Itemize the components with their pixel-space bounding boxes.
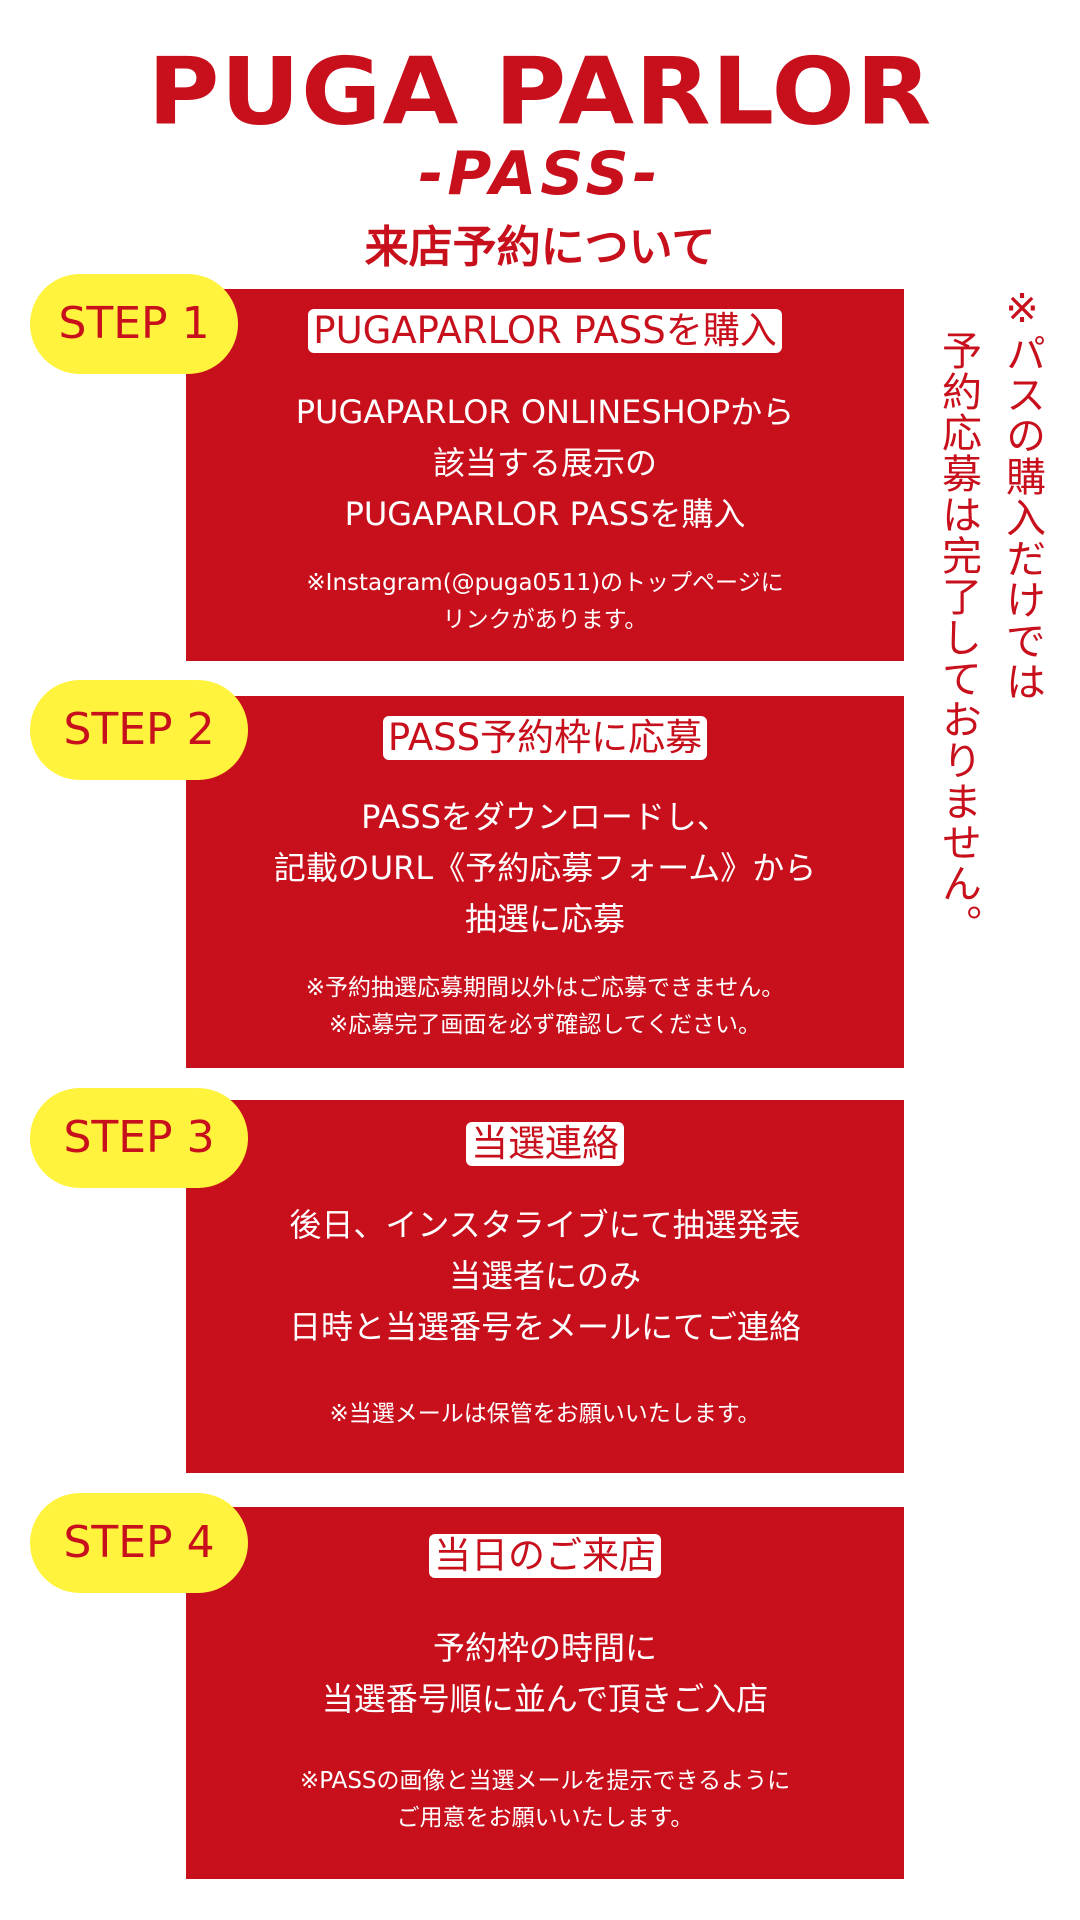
step-1-body-line: PUGAPARLOR ONLINESHOPから [295,393,795,431]
step-1-title: PUGAPARLOR PASSを購入 [308,309,782,353]
step-2-note-line: ※予約抽選応募期間以外はご応募できません。 [305,975,785,1001]
page-title: 来店予約について [364,222,716,273]
step-1-note-line: リンクがあります。 [442,607,648,633]
step-4-body-line: 予約枠の時間に [432,1629,657,1667]
step-4-panel: 当日のご来店 予約枠の時間に 当選番号順に並んで頂きご入店 ※PASSの画像と当… [186,1507,904,1879]
step-2-body-line: PASSをダウンロードし、 [361,798,729,836]
step-2-body-line: 抽選に応募 [464,900,625,938]
step-3-note: ※当選メールは保管をお願いいたします。 [186,1396,904,1433]
step-4-note-line: ご用意をお願いいたします。 [396,1805,694,1831]
brand-logo: PUGA PARLOR [147,37,933,147]
step-4-body: 予約枠の時間に 当選番号順に並んで頂きご入店 [186,1623,904,1725]
step-3-title: 当選連絡 [466,1122,624,1166]
step-2-note-line: ※応募完了画面を必ず確認してください。 [329,1012,761,1038]
step-1-note: ※Instagram(@puga0511)のトップページに リンクがあります。 [186,565,904,639]
step-1-body-line: 該当する展示の [432,444,657,482]
step-1-body-line: PUGAPARLOR PASSを購入 [344,495,746,533]
step-3-note-line: ※当選メールは保管をお願いいたします。 [329,1401,761,1427]
page-header: PUGA PARLOR -PASS- 来店予約について [0,40,1080,278]
step-4-title: 当日のご来店 [429,1534,661,1578]
step-2-panel: PASS予約枠に応募 PASSをダウンロードし、 記載のURL《予約応募フォーム… [186,696,904,1068]
step-2-badge: STEP 2 [30,680,248,780]
pass-logo: -PASS- [418,139,662,209]
step-1-body: PUGAPARLOR ONLINESHOPから 該当する展示の PUGAPARL… [186,387,904,540]
step-3-panel: 当選連絡 後日、インスタライブにて抽選発表 当選者にのみ 日時と当選番号をメール… [186,1100,904,1473]
step-4-badge: STEP 4 [30,1493,248,1593]
step-3-badge: STEP 3 [30,1088,248,1188]
step-3-body: 後日、インスタライブにて抽選発表 当選者にのみ 日時と当選番号をメールにてご連絡 [186,1200,904,1353]
step-2-note: ※予約抽選応募期間以外はご応募できません。 ※応募完了画面を必ず確認してください… [186,970,904,1044]
step-3-body-line: 日時と当選番号をメールにてご連絡 [288,1308,801,1346]
side-notice-line-1: ※パスの購入だけでは [999,286,1045,702]
step-1-badge: STEP 1 [30,274,238,374]
step-1-note-line: ※Instagram(@puga0511)のトップページに [306,570,784,596]
step-2-title: PASS予約枠に応募 [382,716,708,760]
step-3-body-line: 後日、インスタライブにて抽選発表 [289,1206,801,1244]
step-3-body-line: 当選者にのみ [448,1257,641,1295]
side-notice-line-2: 予約応募は完了しておりません。 [935,330,981,945]
step-4-note: ※PASSの画像と当選メールを提示できるように ご用意をお願いいたします。 [186,1763,904,1837]
step-2-body-line: 記載のURL《予約応募フォーム》から [273,849,817,887]
step-4-body-line: 当選番号順に並んで頂きご入店 [321,1680,769,1718]
step-4-note-line: ※PASSの画像と当選メールを提示できるように [299,1768,791,1794]
step-2-body: PASSをダウンロードし、 記載のURL《予約応募フォーム》から 抽選に応募 [186,792,904,945]
step-1-panel: PUGAPARLOR PASSを購入 PUGAPARLOR ONLINESHOP… [186,289,904,661]
